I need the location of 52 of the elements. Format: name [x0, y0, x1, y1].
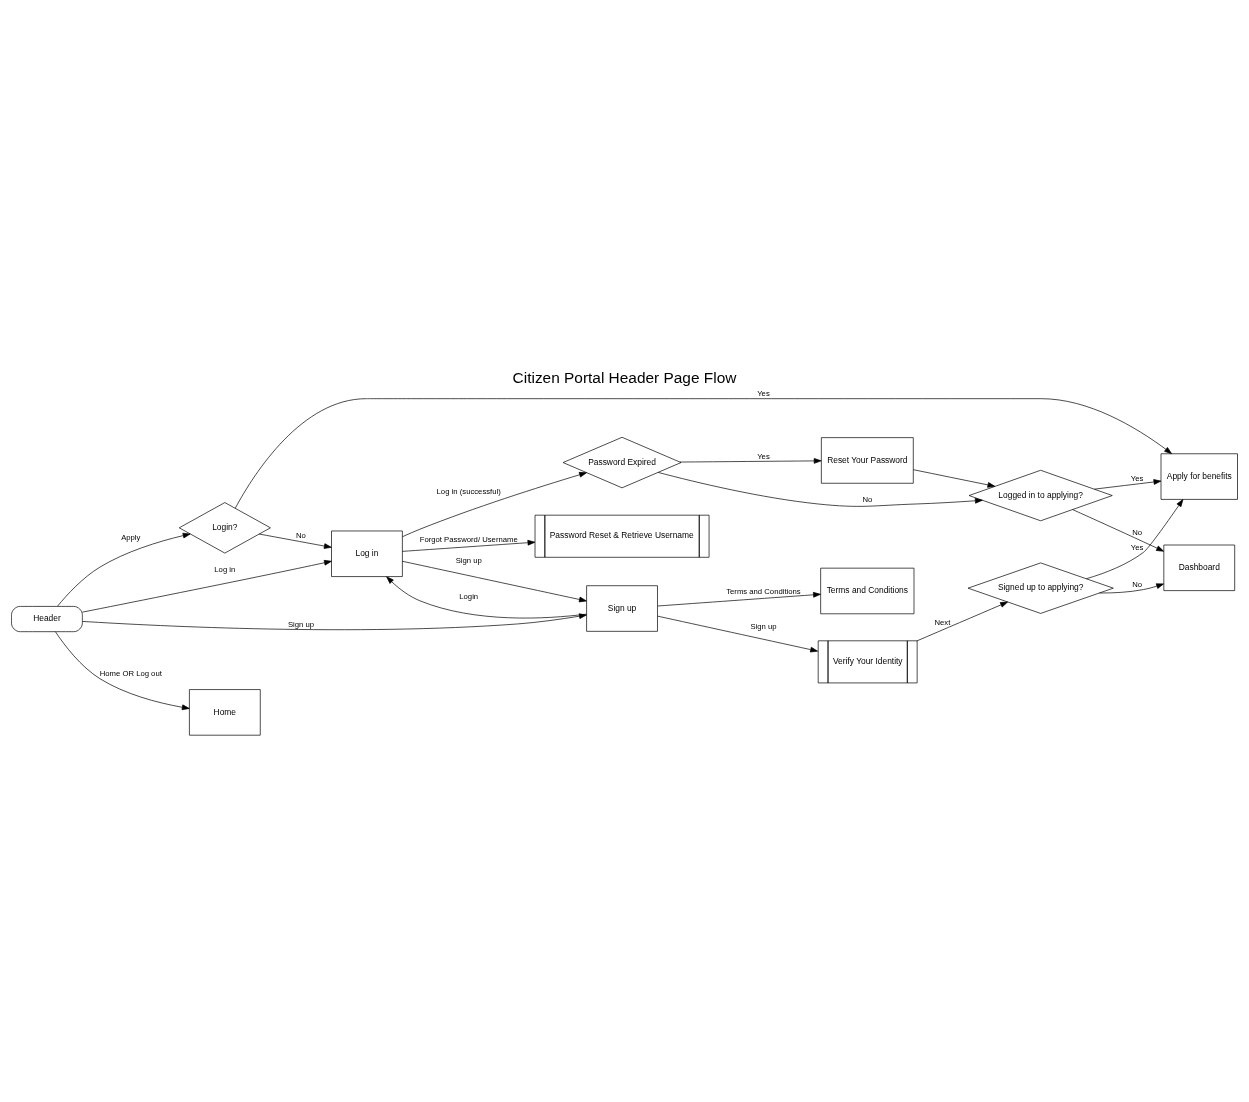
edge-label: Forgot Password/ Username	[419, 534, 518, 544]
node-diamond: Password Expired	[562, 436, 682, 488]
node-box: Sign up	[586, 584, 658, 632]
arrow	[657, 471, 983, 507]
edge-label: No	[1132, 527, 1143, 537]
node-box: Apply for benefits	[1160, 452, 1238, 500]
edge-label: Log in (successful)	[436, 486, 501, 496]
arrow	[1072, 508, 1164, 552]
arrow	[913, 468, 996, 488]
node-box: Header	[11, 605, 83, 632]
edge-label: Sign up	[455, 555, 482, 565]
arrow	[657, 615, 818, 652]
edge-label: Yes	[1130, 542, 1144, 552]
node-diamond: Logged in to applying?	[968, 469, 1113, 521]
arrow	[82, 559, 332, 612]
node-box: Home	[189, 688, 261, 736]
edge-label: Next	[934, 617, 951, 627]
edge-label: Terms and Conditions	[726, 586, 801, 596]
arrow	[57, 532, 191, 607]
node-box: Log in	[331, 530, 403, 577]
edge-label: Login	[459, 591, 479, 601]
arrow	[82, 612, 587, 630]
arrow	[55, 630, 190, 710]
arrow	[1094, 478, 1162, 489]
arrow	[402, 560, 587, 602]
arrow	[679, 457, 822, 464]
edge-label: Home OR Log out	[99, 668, 162, 678]
edge-label: Apply	[121, 532, 141, 542]
edge-label: Yes	[1130, 473, 1144, 483]
edge-label: Yes	[757, 451, 770, 461]
edge-label: Log in	[214, 564, 236, 574]
diagram-title: Citizen Portal Header Page Flow	[512, 368, 737, 386]
edge-label: No	[1132, 579, 1143, 589]
arrow	[258, 533, 332, 549]
arrow	[234, 397, 1172, 509]
arrow	[402, 471, 587, 537]
edge-label: Sign up	[287, 619, 315, 629]
node-box: Reset Your Password	[821, 436, 914, 484]
node-diamond: Login?	[178, 501, 271, 553]
edge-label: Yes	[757, 388, 770, 398]
edge-label: No	[862, 494, 873, 504]
arrow	[916, 601, 1008, 641]
arrow	[1086, 498, 1184, 579]
arrow	[386, 575, 587, 618]
edge-label: Sign up	[750, 621, 777, 631]
arrow	[402, 539, 536, 552]
edge-label: No	[296, 530, 306, 540]
node-diamond: Signed up to applying?	[967, 562, 1114, 614]
node-box: Terms and Conditions	[820, 567, 915, 614]
arrow	[1099, 582, 1164, 593]
arrow	[657, 591, 821, 606]
node-box: Dashboard	[1163, 544, 1236, 591]
